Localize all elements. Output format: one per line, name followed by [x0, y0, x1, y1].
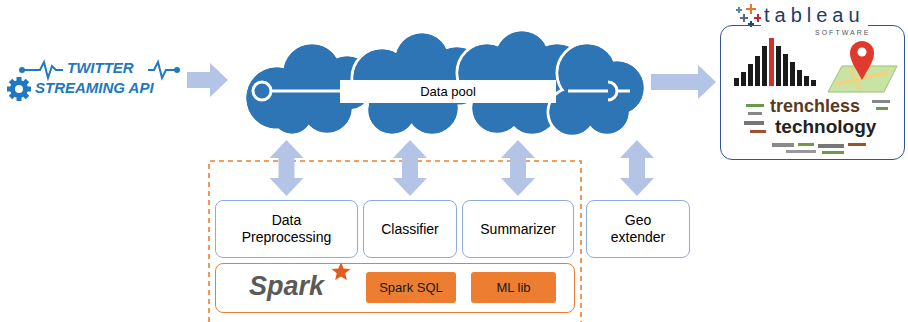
- chart-bar: [811, 80, 816, 86]
- source-logo: TWITTER STREAMING API: [35, 58, 183, 102]
- spark-logo: Spark: [249, 270, 324, 302]
- gear-icon: [7, 77, 31, 101]
- chart-bar: [776, 46, 781, 86]
- map-icon: [858, 48, 867, 57]
- flow-arrow: [651, 74, 699, 90]
- heartbeat-line: [24, 62, 63, 78]
- gear-icon: [10, 80, 28, 98]
- data-pool-cloud: Data pool: [232, 28, 647, 136]
- flow-arrow: [510, 157, 526, 179]
- gear-icon: [9, 79, 30, 100]
- chart-bar: [762, 46, 767, 86]
- bar-chart: [734, 38, 816, 86]
- chart-bar: [804, 76, 809, 86]
- heartbeat-line: [148, 62, 175, 78]
- logo-subtitle: SOFTWARE: [815, 28, 870, 37]
- dashed-group-border: [209, 161, 581, 322]
- cloud-shape: [548, 43, 645, 136]
- flow-arrow: [402, 157, 418, 179]
- chart-bar: [741, 72, 746, 86]
- logo-text: TWITTER STREAMING API: [35, 58, 183, 98]
- word-mark: [744, 121, 764, 125]
- chart-bar: [748, 64, 753, 86]
- map-icon: [850, 41, 874, 80]
- chart-bar: [790, 62, 795, 86]
- pool-label: Data pool: [340, 80, 556, 103]
- process-box: Data Preprocessing: [215, 200, 358, 258]
- map-icon: [828, 41, 897, 92]
- tableau-crosses: [740, 14, 748, 22]
- word-mark: [746, 104, 764, 107]
- gear-icon: [15, 85, 23, 93]
- chart-bar: [755, 56, 760, 86]
- process-box: Geo extender: [586, 200, 690, 258]
- tableau-crosses: [736, 4, 762, 27]
- word-mark: [786, 150, 816, 153]
- chart-bar: [783, 54, 788, 86]
- cloud-fill: [272, 94, 311, 133]
- gear-icon: [9, 79, 30, 100]
- word-mark: [872, 100, 890, 103]
- word-mark: [798, 143, 814, 146]
- tableau-crosses: [746, 4, 756, 14]
- word-mark: [818, 144, 844, 148]
- flow-arrow: [629, 157, 645, 179]
- chart-bar: [734, 78, 739, 86]
- word-mark: [750, 130, 766, 133]
- word-mark: [748, 112, 762, 115]
- box-label: Summarizer: [480, 221, 555, 238]
- box-label: Classifier: [381, 221, 439, 238]
- word-mark: [848, 143, 866, 146]
- tableau-crosses: [748, 21, 754, 27]
- spark-box: Spark SQL ML lib Spark: [215, 263, 575, 313]
- chart-bar: [797, 70, 802, 86]
- flow-arrow: [187, 72, 211, 88]
- word-cloud-word: technology: [775, 116, 876, 137]
- heartbeat-dot: [19, 67, 25, 73]
- library-box: ML lib: [471, 272, 556, 303]
- word-cloud-word: trenchless: [770, 96, 860, 116]
- spark-star: [332, 262, 351, 280]
- library-box: Spark SQL: [366, 272, 456, 303]
- box-label: Data Preprocessing: [237, 212, 337, 246]
- gear-icon: [7, 77, 31, 101]
- process-box: Classifier: [363, 200, 457, 258]
- chart-bar: [769, 38, 774, 86]
- library-label: ML lib: [496, 280, 530, 295]
- heartbeat-dot: [174, 67, 180, 73]
- word-mark: [822, 151, 844, 154]
- tableau-logo: tableau: [761, 4, 868, 26]
- process-box: Summarizer: [462, 200, 574, 258]
- cloud-fill: [549, 89, 594, 134]
- word-mark: [772, 143, 794, 147]
- word-mark: [876, 107, 888, 110]
- tableau-crosses: [736, 7, 742, 13]
- library-label: Spark SQL: [379, 280, 443, 295]
- flow-arrow: [279, 157, 295, 179]
- tableau-panel: tableau: [720, 25, 905, 160]
- box-label: Geo extender: [603, 212, 673, 246]
